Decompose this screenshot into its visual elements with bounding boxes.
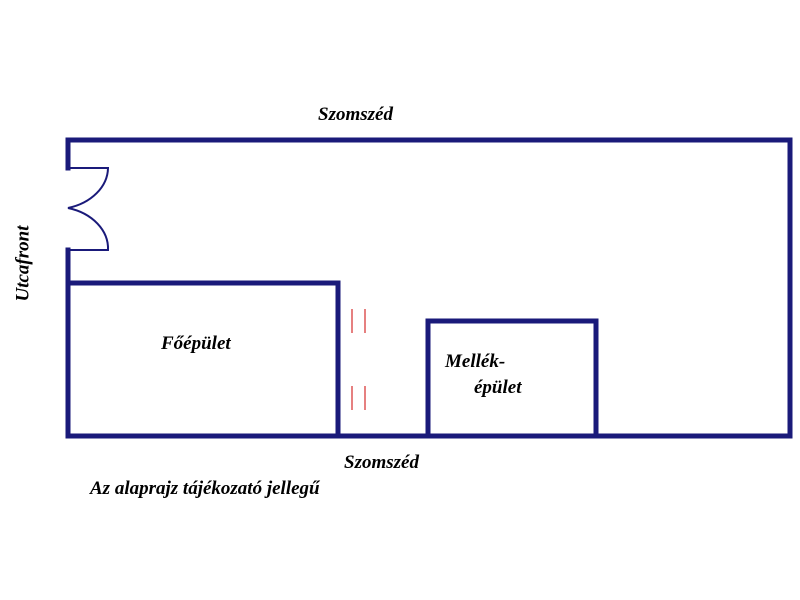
annex-building-label-line2: épület	[474, 377, 522, 398]
street-front-label: Utcafront	[12, 225, 34, 302]
main-building-outline	[65, 280, 341, 439]
annex-building-outline	[425, 318, 599, 439]
neighbor-bottom-label: Szomszéd	[344, 452, 419, 473]
disclaimer-note: Az alaprajz tájékozató jellegű	[90, 478, 320, 499]
gate-symbol	[67, 167, 110, 251]
passage-markers	[351, 309, 366, 410]
main-building-label: Főépület	[161, 333, 231, 354]
annex-building-label-line1: Mellék-	[445, 351, 506, 372]
neighbor-top-label: Szomszéd	[318, 104, 393, 125]
plot-boundary	[65, 137, 793, 439]
